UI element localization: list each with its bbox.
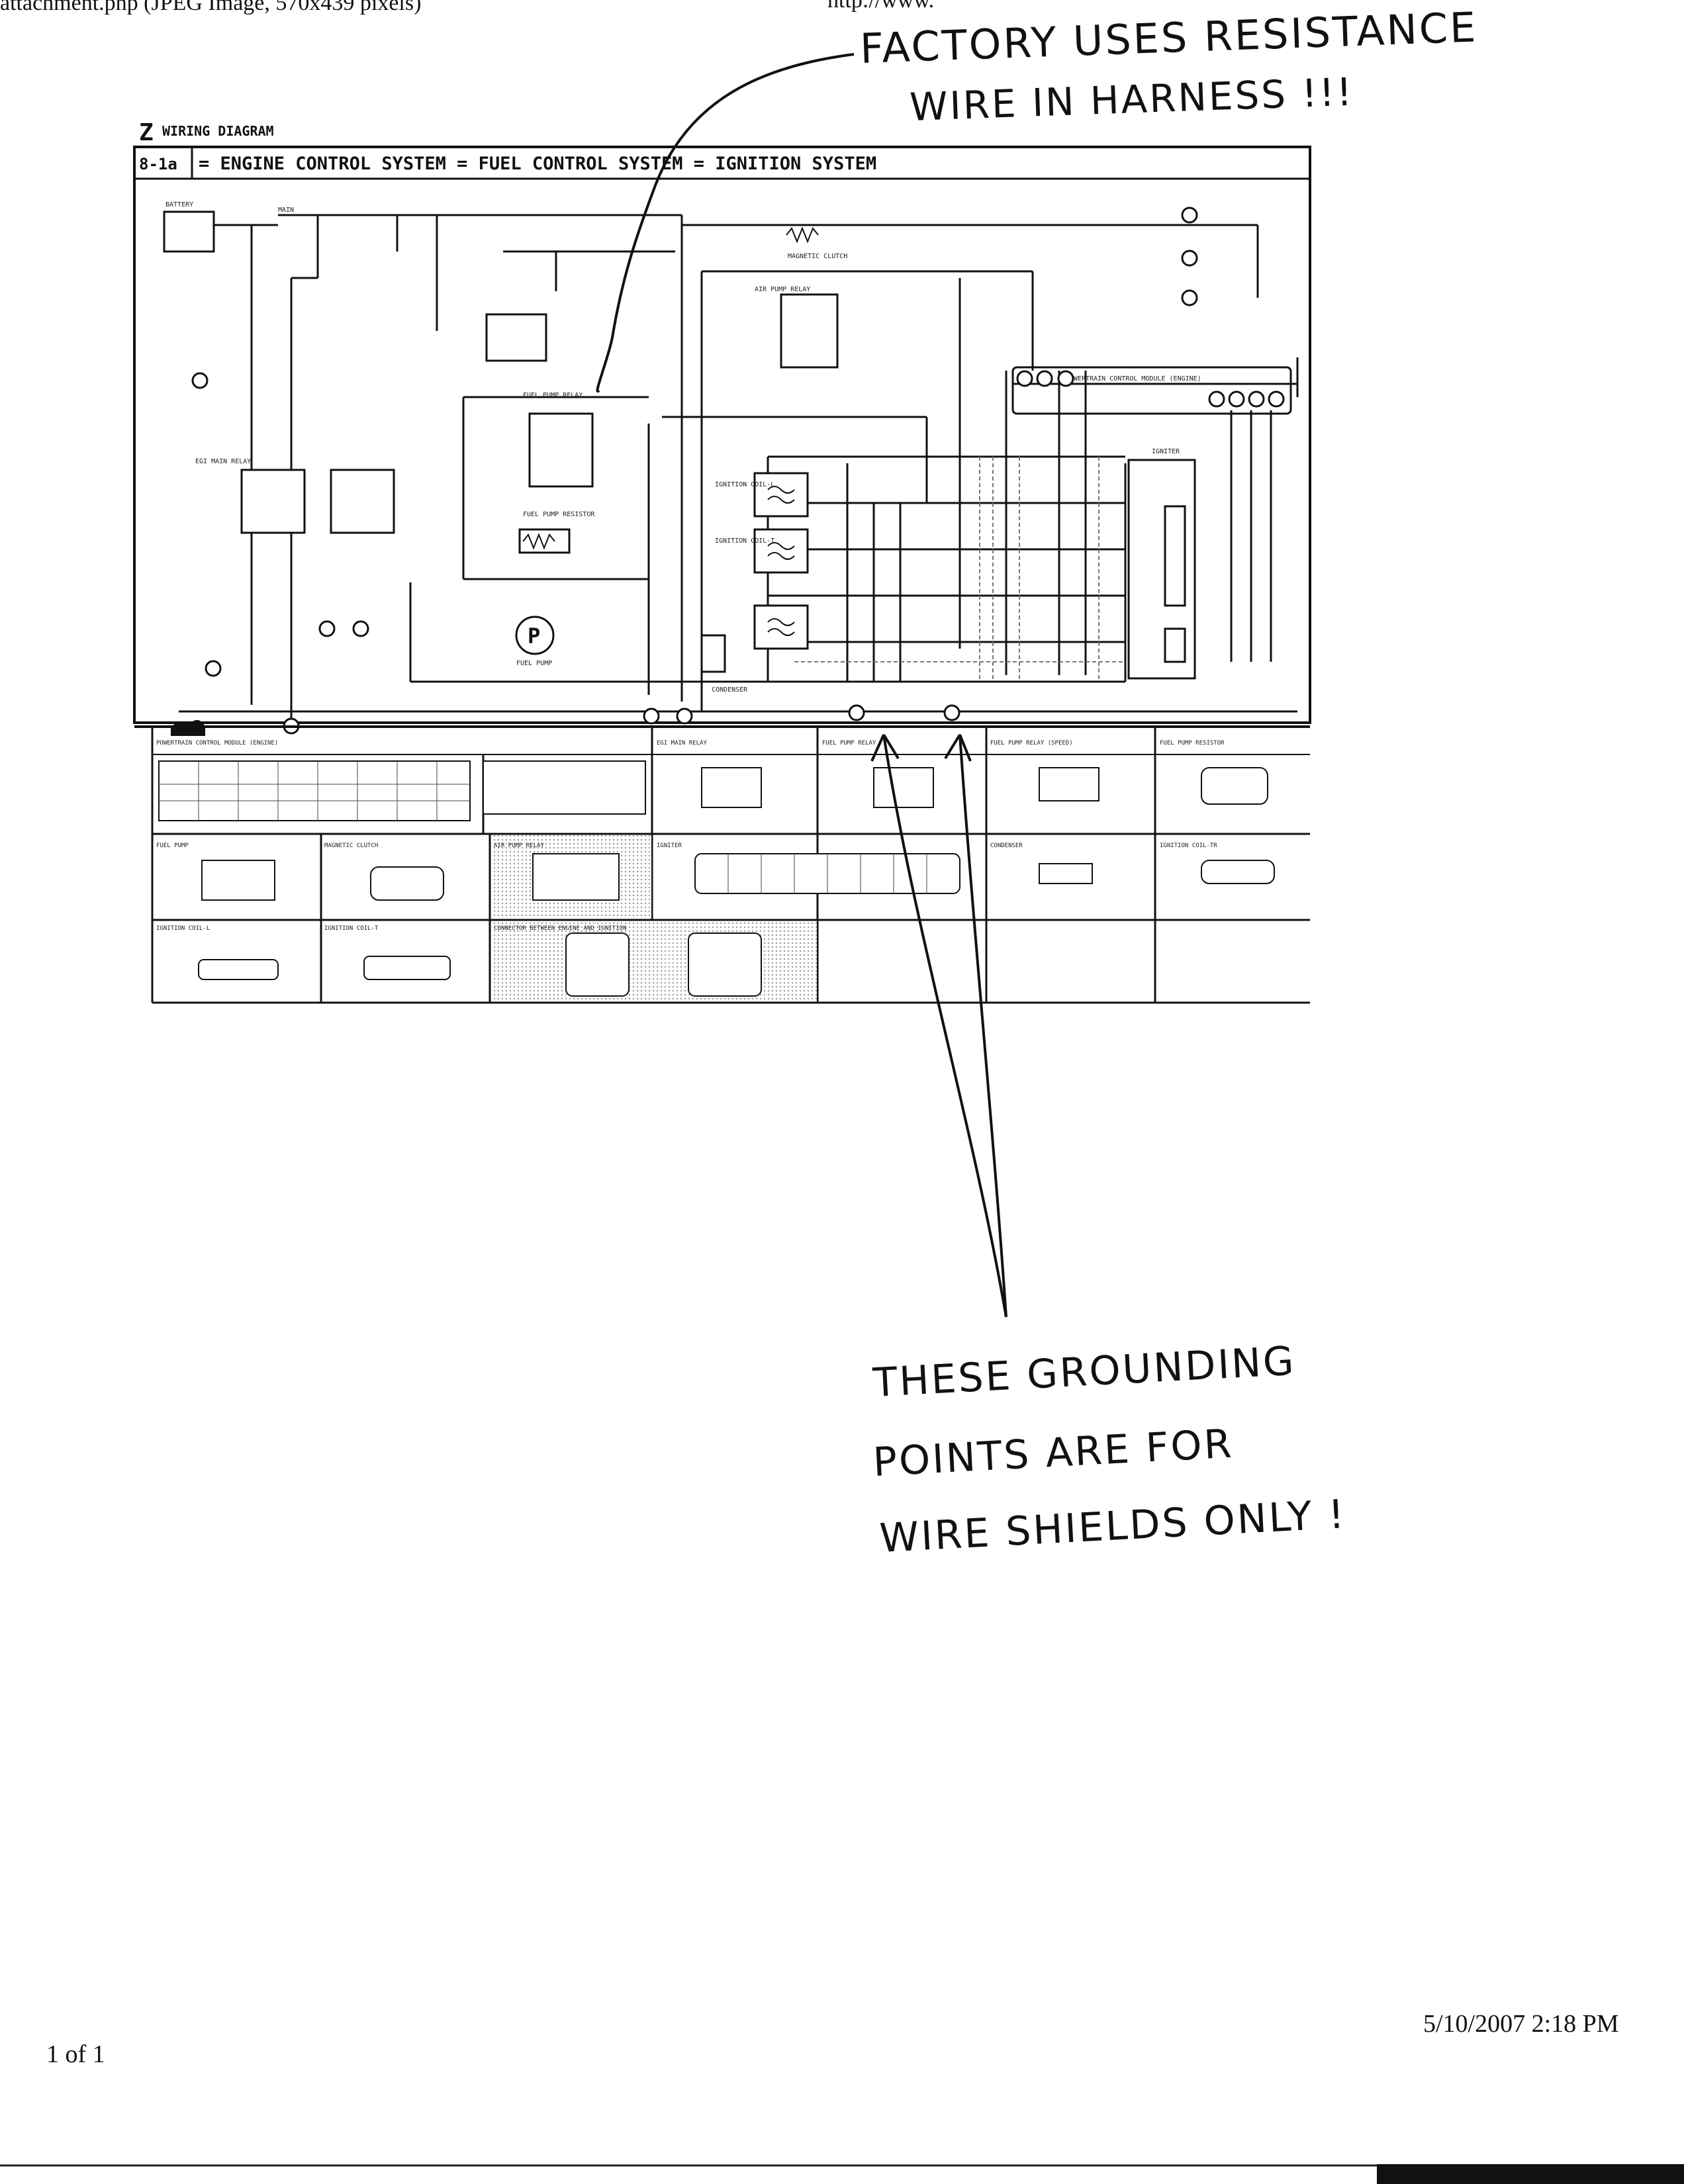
ground-points — [191, 206, 1285, 735]
print-footer-page: 1 of 1 — [46, 2040, 105, 2068]
diagram-section-label: WIRING DIAGRAM — [162, 123, 274, 139]
svg-text:CONDENSER: CONDENSER — [712, 686, 748, 694]
svg-text:FUEL PUMP RESISTOR: FUEL PUMP RESISTOR — [1160, 740, 1225, 747]
components — [240, 293, 1292, 680]
annotation-bottom-line3: WIRE SHIELDS ONLY ! — [878, 1491, 1347, 1562]
svg-text:IGNITER: IGNITER — [1152, 448, 1180, 455]
scan-bottom-edge — [0, 2164, 1684, 2184]
annotation-bottom-line2: POINTS ARE FOR — [872, 1421, 1235, 1486]
coil-windings — [767, 486, 795, 636]
diagram-border — [133, 146, 1311, 724]
svg-text:EGI MAIN RELAY: EGI MAIN RELAY — [657, 740, 707, 747]
ignition-coil-t-box — [753, 528, 809, 574]
egi-main-relay-box — [240, 469, 306, 534]
fuel-pump-resistor-box — [518, 528, 571, 554]
fuel-pump-motor — [515, 615, 555, 655]
svg-text:IGNITION COIL-L: IGNITION COIL-L — [156, 925, 210, 932]
diagram-corner-label: Z — [139, 119, 154, 146]
diagram-title: = ENGINE CONTROL SYSTEM = FUEL CONTROL S… — [199, 154, 876, 174]
browser-print-header-title: attachment.php (JPEG Image, 570x439 pixe… — [0, 0, 422, 15]
svg-text:AIR PUMP RELAY: AIR PUMP RELAY — [494, 842, 544, 849]
diagram-code: 8-1a — [139, 155, 177, 173]
connector-table — [134, 725, 1310, 1004]
igniter-module — [1164, 505, 1186, 607]
component-labels: BATTERY MAIN FUEL PUMP RELAY FUEL PUMP R… — [165, 201, 1201, 694]
annotation-bottom-arrows — [870, 733, 1007, 1318]
air-pump-relay-box — [485, 313, 547, 362]
svg-text:FUEL PUMP RESISTOR: FUEL PUMP RESISTOR — [523, 511, 595, 518]
fuel-pump-symbol: P — [528, 623, 540, 649]
svg-text:AIR PUMP RELAY: AIR PUMP RELAY — [755, 286, 810, 293]
svg-text:EGI MAIN RELAY: EGI MAIN RELAY — [195, 458, 251, 465]
igniter-module-2 — [1164, 627, 1186, 663]
shaded-cell-2 — [491, 921, 817, 1001]
connector-shapes — [158, 760, 1275, 997]
svg-text:FUEL PUMP RELAY (SPEED): FUEL PUMP RELAY (SPEED) — [990, 740, 1073, 747]
resistor-symbol — [522, 533, 555, 550]
connector-pins — [159, 761, 927, 893]
svg-text:IGNITION COIL-L: IGNITION COIL-L — [715, 481, 774, 488]
annotation-top-line1: FACTORY USES RESISTANCE — [859, 3, 1478, 73]
svg-text:FUEL PUMP: FUEL PUMP — [516, 660, 552, 667]
connector-titles: POWERTRAIN CONTROL MODULE (ENGINE) EGI M… — [156, 740, 1225, 932]
svg-text:FUEL PUMP RELAY: FUEL PUMP RELAY — [523, 392, 583, 399]
svg-text:MAIN: MAIN — [278, 206, 294, 214]
svg-text:MAGNETIC CLUTCH: MAGNETIC CLUTCH — [324, 842, 378, 849]
ignition-coil-l-box — [753, 472, 809, 518]
shield-wire-lines — [794, 457, 1125, 682]
ignition-coil-tr-box — [753, 604, 809, 650]
condenser-box — [700, 634, 726, 673]
svg-text:IGNITION COIL-TR: IGNITION COIL-TR — [1160, 842, 1217, 849]
svg-text:IGNITION COIL-T: IGNITION COIL-T — [324, 925, 379, 932]
svg-text:FUEL PUMP: FUEL PUMP — [156, 842, 189, 849]
svg-text:MAGNETIC CLUTCH: MAGNETIC CLUTCH — [788, 253, 847, 260]
svg-text:IGNITION COIL-T: IGNITION COIL-T — [715, 537, 774, 545]
annotation-top-arrow — [596, 53, 855, 393]
pcm-box — [1011, 366, 1292, 415]
print-footer-datetime: 5/10/2007 2:18 PM — [1423, 2010, 1619, 2038]
annotation-top-line2: WIRE IN HARNESS !!! — [909, 69, 1354, 130]
svg-text:BATTERY: BATTERY — [165, 201, 193, 208]
handwritten-annotation-top: FACTORY USES RESISTANCE WIRE IN HARNESS … — [596, 3, 1478, 393]
svg-text:IGNITER: IGNITER — [657, 842, 682, 849]
annotation-bottom-line1: THESE GROUNDING — [871, 1338, 1297, 1406]
fuel-pump-relay-speed-box — [330, 469, 395, 534]
browser-print-header-url: http://www. — [827, 0, 935, 13]
svg-text:CONNECTOR BETWEEN ENGINE AND I: CONNECTOR BETWEEN ENGINE AND IGNITION — [494, 925, 626, 932]
svg-text:CONDENSER: CONDENSER — [990, 842, 1023, 849]
fuel-pump-relay-box — [528, 412, 594, 488]
svg-text:POWERTRAIN CONTROL MODULE (ENG: POWERTRAIN CONTROL MODULE (ENGINE) — [1066, 375, 1201, 383]
magnetic-clutch-relay-box — [780, 293, 839, 369]
svg-text:POWERTRAIN CONTROL MODULE (ENG: POWERTRAIN CONTROL MODULE (ENGINE) — [156, 740, 278, 747]
svg-text:FUEL PUMP RELAY: FUEL PUMP RELAY — [822, 740, 876, 747]
wiring-diagram: Z WIRING DIAGRAM 8-1a = ENGINE CONTROL S… — [133, 119, 1311, 1004]
